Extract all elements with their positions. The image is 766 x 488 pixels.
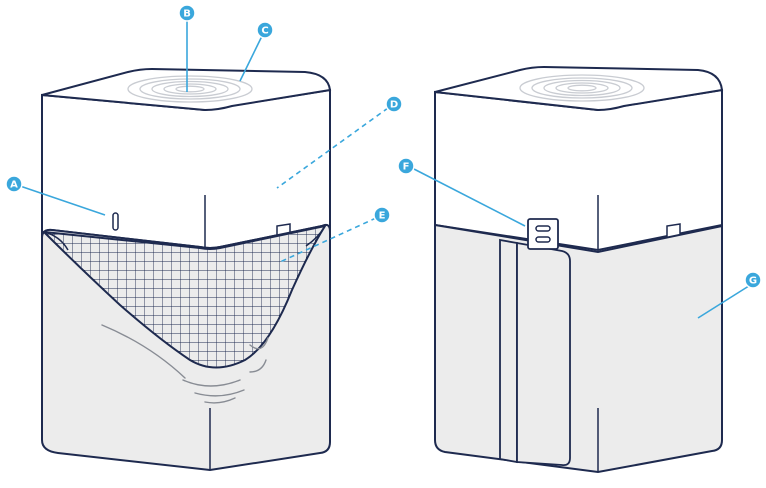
back-unit: [434, 65, 724, 474]
switch-slot-bottom-icon: [535, 236, 551, 243]
velcro-strip[interactable]: [499, 238, 518, 464]
callout-a-label: A: [10, 180, 18, 191]
callout-c-badge: [256, 21, 274, 39]
callout-g-leader: [697, 283, 753, 319]
callout-b-label: B: [183, 9, 191, 20]
back-unit-top-vent: [519, 74, 645, 102]
callout-c-leader: [239, 35, 263, 82]
callout-f-leader: [411, 167, 526, 227]
callout-a-leader: [19, 185, 106, 216]
callout-g-badge: [744, 271, 762, 289]
callout-d-label: D: [390, 100, 398, 111]
fabric-fold-edge: [43, 231, 69, 251]
callout-a: A: [5, 175, 23, 193]
callout-b: B: [178, 4, 196, 22]
front-unit: [41, 67, 332, 472]
power-button[interactable]: [112, 212, 119, 231]
callout-d-badge: [385, 95, 403, 113]
fan-speed-switch[interactable]: [527, 218, 559, 250]
velcro-flap[interactable]: [516, 241, 571, 467]
callout-f-label: F: [403, 162, 410, 173]
callout-d: D: [385, 95, 403, 113]
hepa-filter-mesh: [41, 224, 328, 369]
front-unit-top-vent: [127, 75, 253, 103]
callout-d-leader: [276, 107, 389, 189]
callout-a-badge: [5, 175, 23, 193]
back-unit-fabric-prefilter: [434, 223, 723, 474]
callout-c-label: C: [261, 26, 268, 37]
callout-f: F: [397, 157, 415, 175]
callout-e-label: E: [379, 211, 386, 222]
callout-b-badge: [178, 4, 196, 22]
callout-f-badge: [397, 157, 415, 175]
fabric-fold-edge-right: [305, 225, 326, 247]
front-unit-top-lid: [41, 67, 332, 112]
switch-slot-top-icon: [535, 225, 551, 232]
callout-c: C: [256, 21, 274, 39]
back-unit-top-lid: [434, 65, 724, 112]
fabric-folds: [101, 324, 269, 404]
callout-e: E: [373, 206, 391, 224]
callout-g: G: [744, 271, 762, 289]
callout-e-badge: [373, 206, 391, 224]
callout-g-label: G: [749, 276, 757, 287]
callouts: [19, 18, 753, 319]
